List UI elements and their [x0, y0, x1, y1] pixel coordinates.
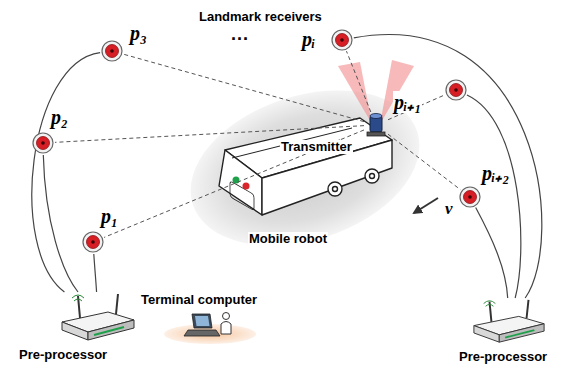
- receiver-label: pᵢ₊₁: [393, 91, 422, 113]
- laptop-icon: [184, 314, 220, 336]
- ranging-line: [124, 54, 364, 121]
- receiver-label: pᵢ₊₂: [481, 162, 510, 184]
- receiver-symbol: [82, 231, 104, 253]
- signal-wire: [476, 208, 508, 298]
- computer-label: Terminal computer: [140, 293, 258, 307]
- pre-processor: Pre-processor: [58, 292, 138, 342]
- robot-shadow: [171, 63, 440, 273]
- ranging-line: [346, 51, 370, 112]
- signal-wire: [354, 35, 542, 298]
- green-light: [233, 177, 240, 184]
- landmark-receiver: p₃: [101, 40, 123, 62]
- signal-wire: [43, 155, 78, 292]
- robot-label: Mobile robot: [248, 232, 328, 246]
- receiver-label: p₁: [100, 205, 119, 227]
- velocity-label: v: [444, 200, 454, 219]
- router-icon: [470, 298, 548, 344]
- receiver-symbol: [331, 29, 353, 51]
- transmitter: Transmitter: [364, 112, 388, 138]
- receiver-symbol: [101, 40, 123, 62]
- receiver-symbol: [459, 186, 481, 208]
- receiver-symbol: [32, 132, 54, 154]
- node-label: Transmitter: [280, 140, 353, 154]
- receiver-label: p₃: [129, 22, 148, 44]
- receiver-label: p₂: [50, 106, 69, 128]
- landmark-receiver: pᵢ₊₁: [445, 79, 467, 101]
- receiver-symbol: [445, 79, 467, 101]
- pre-processor: Pre-processor: [470, 298, 548, 344]
- ranging-line: [388, 134, 460, 190]
- person-icon: [221, 313, 231, 335]
- ellipsis: ···: [230, 30, 250, 50]
- heading-label: Landmark receivers: [198, 10, 323, 24]
- node-label: Pre-processor: [18, 348, 108, 362]
- landmark-receiver: pᵢ₊₂: [459, 186, 481, 208]
- landmark-receiver: p₁: [82, 231, 104, 253]
- signal-wire: [32, 53, 100, 292]
- router-icon: [58, 292, 138, 342]
- red-light: [243, 183, 250, 190]
- node-label: Pre-processor: [458, 350, 548, 364]
- signal-wire: [94, 254, 97, 292]
- velocity-arrow: [414, 198, 438, 213]
- landmark-receiver: p₂: [32, 132, 54, 154]
- landmark-receiver: pᵢ: [331, 29, 353, 51]
- receiver-label: pᵢ: [301, 28, 316, 50]
- ranging-line: [104, 130, 364, 237]
- transmitter-symbol: [364, 112, 388, 138]
